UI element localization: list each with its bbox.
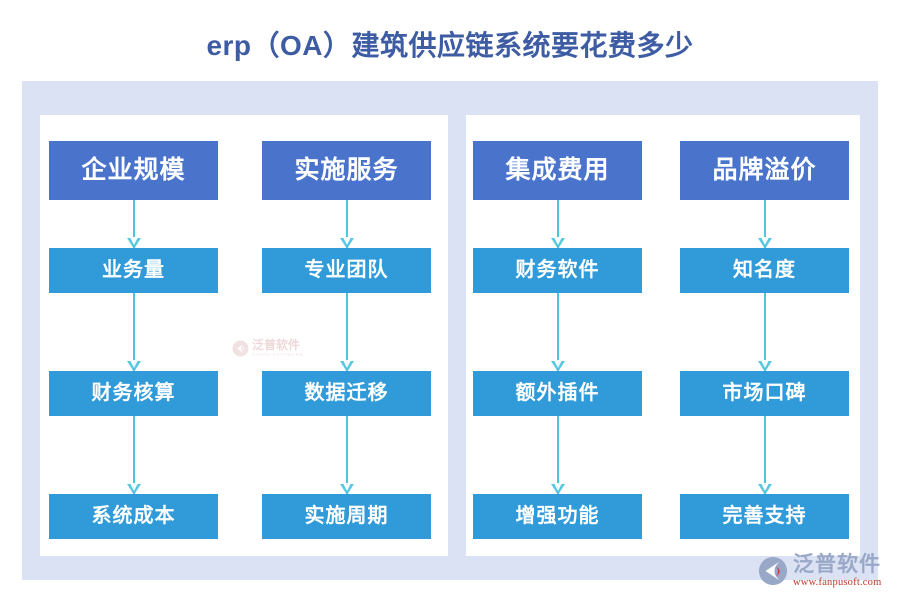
node-system-cost[interactable]: 系统成本 [49, 494, 218, 539]
arrow-connector [757, 200, 772, 249]
fanpu-logo-icon [232, 340, 249, 356]
column-header-brand-premium[interactable]: 品牌溢价 [680, 141, 849, 200]
diagram-frame: 企业规模 业务量 财务核算 系统成本 实施服务 专业团队 数据迁移 实施周期 集… [22, 81, 878, 580]
left-panel: 企业规模 业务量 财务核算 系统成本 实施服务 专业团队 数据迁移 实施周期 [40, 115, 448, 556]
brand-url: www.fanpusoft.com [793, 577, 882, 588]
watermark-label-en: FANPU SOFTWARE [252, 351, 304, 357]
arrow-connector [339, 416, 354, 495]
arrow-connector [757, 293, 772, 372]
node-extra-plugins[interactable]: 额外插件 [473, 371, 642, 416]
arrow-connector [126, 200, 141, 249]
watermark-label-cn: 泛普软件 [252, 337, 301, 352]
center-watermark: 泛普软件 FANPU SOFTWARE [232, 332, 332, 364]
node-complete-support[interactable]: 完善支持 [680, 494, 849, 539]
node-data-migration[interactable]: 数据迁移 [262, 371, 431, 416]
node-business-volume[interactable]: 业务量 [49, 248, 218, 293]
arrow-connector [550, 293, 565, 372]
right-panel: 集成费用 财务软件 额外插件 增强功能 品牌溢价 知名度 市场口碑 完善支持 [466, 115, 860, 556]
arrow-connector [550, 416, 565, 495]
arrow-connector [339, 200, 354, 249]
node-popularity[interactable]: 知名度 [680, 248, 849, 293]
brand-label: 泛普软件 [793, 553, 881, 576]
arrow-connector [126, 293, 141, 372]
arrow-connector [339, 293, 354, 372]
column-integration-cost: 集成费用 财务软件 额外插件 增强功能 [473, 115, 642, 556]
node-professional-team[interactable]: 专业团队 [262, 248, 431, 293]
node-market-reputation[interactable]: 市场口碑 [680, 371, 849, 416]
column-implementation-service: 实施服务 专业团队 数据迁移 实施周期 [262, 115, 431, 556]
node-financial-software[interactable]: 财务软件 [473, 248, 642, 293]
arrow-connector [126, 416, 141, 495]
column-header-integration-cost[interactable]: 集成费用 [473, 141, 642, 200]
column-brand-premium: 品牌溢价 知名度 市场口碑 完善支持 [680, 115, 849, 556]
column-header-enterprise-scale[interactable]: 企业规模 [49, 141, 218, 200]
node-financial-accounting[interactable]: 财务核算 [49, 371, 218, 416]
arrow-connector [550, 200, 565, 249]
column-enterprise-scale: 企业规模 业务量 财务核算 系统成本 [49, 115, 218, 556]
node-implementation-cycle[interactable]: 实施周期 [262, 494, 431, 539]
node-enhanced-features[interactable]: 增强功能 [473, 494, 642, 539]
page-title: erp（OA）建筑供应链系统要花费多少 [206, 30, 694, 61]
column-header-implementation-service[interactable]: 实施服务 [262, 141, 431, 200]
fanpu-logo-icon [758, 557, 788, 586]
arrow-connector [757, 416, 772, 495]
brand-logo: 泛普软件 www.fanpusoft.com [758, 554, 881, 589]
